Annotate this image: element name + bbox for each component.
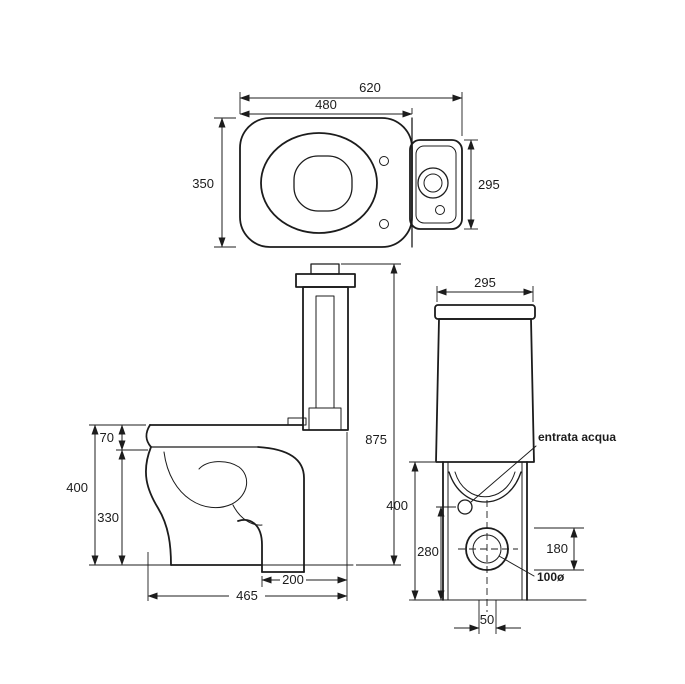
- dim-label-400-side: 400: [66, 480, 88, 495]
- lid-knob: [310, 263, 340, 275]
- bowl-back-curve-inner: [454, 471, 516, 498]
- dim-label-875: 875: [365, 432, 387, 447]
- bowl-front-profile: [145, 446, 172, 566]
- hinge-hole-bottom: [379, 219, 389, 229]
- dim-label-465: 465: [236, 588, 258, 603]
- dim-front-width: 295: [436, 275, 534, 302]
- dim-label-400-front: 400: [386, 498, 408, 513]
- flush-valve: [308, 407, 342, 431]
- cistern-plan-inner: [415, 145, 457, 224]
- dim-label-180: 180: [546, 541, 568, 556]
- water-inlet-leader: [470, 445, 537, 503]
- rim-front: [145, 424, 152, 448]
- cistern-small-hole: [435, 205, 445, 215]
- dim-front-inlet-height: 280: [417, 506, 456, 601]
- top-view: 620 480 350 295: [192, 80, 500, 248]
- dim-side-total-depth: 465: [147, 552, 348, 603]
- front-view: 295 entrata acqua 400 280 180: [386, 275, 616, 634]
- dim-label-200: 200: [282, 572, 304, 587]
- cistern-plan-outline: [409, 139, 463, 230]
- dim-front-bolt-spacing: 50: [454, 600, 521, 634]
- bowl-side: [137, 417, 354, 573]
- dim-side-bowl-height: 400: [66, 424, 138, 566]
- cistern-side: [295, 263, 356, 431]
- outlet-diameter-label: 100ø: [537, 570, 565, 584]
- outlet-diameter-leader: [498, 555, 535, 577]
- dim-side-total-height: 875: [341, 263, 401, 566]
- dim-side-outlet-offset: 200: [261, 432, 348, 601]
- flush-button-inner: [423, 173, 443, 193]
- side-view: 70 400 330 875 200: [66, 263, 401, 603]
- seat-hinge-side: [287, 417, 307, 426]
- water-inlet-hole: [457, 499, 473, 515]
- cistern-plan: [409, 139, 463, 230]
- dim-label-50: 50: [480, 612, 494, 627]
- trap-inner-channel: [232, 504, 263, 526]
- bowl-front: [412, 461, 587, 612]
- outlet-pipe-left: [237, 519, 263, 573]
- trap-outer: [257, 446, 305, 573]
- trap-inner-swirl: [163, 451, 248, 509]
- seat-opening-outer: [260, 132, 378, 234]
- seat-opening-inner: [293, 155, 353, 212]
- dim-label-330: 330: [97, 510, 119, 525]
- bowl-back-curve-outer: [448, 471, 522, 503]
- dim-label-295-front: 295: [474, 275, 496, 290]
- dim-top-bowl-width: 480: [239, 97, 413, 118]
- dim-front-outlet-height: 180: [534, 527, 584, 571]
- dim-label-480: 480: [315, 97, 337, 112]
- flush-button-outer: [417, 167, 449, 199]
- dim-label-280: 280: [417, 544, 439, 559]
- dim-label-70: 70: [100, 430, 114, 445]
- cistern-lid-side: [295, 273, 356, 288]
- dim-label-620: 620: [359, 80, 381, 95]
- dim-label-295-top: 295: [478, 177, 500, 192]
- dim-top-total-width: 620: [239, 80, 463, 136]
- cistern-front: [434, 304, 536, 463]
- toilet-plan-outline: [239, 117, 413, 248]
- cistern-front-outline: [435, 318, 535, 463]
- dim-top-cistern-width: 295: [464, 139, 500, 230]
- dim-side-under-rim: 330: [97, 449, 126, 566]
- cistern-lid-front: [434, 304, 536, 320]
- water-inlet-note: entrata acqua: [470, 430, 616, 503]
- flush-tube: [315, 295, 335, 409]
- hinge-hole-top: [379, 156, 389, 166]
- outlet-diameter-note: 100ø: [498, 555, 565, 584]
- dim-label-350: 350: [192, 176, 214, 191]
- dim-front-lower-height: 400: [386, 461, 435, 601]
- water-inlet-label: entrata acqua: [538, 430, 616, 444]
- dim-top-depth: 350: [192, 117, 236, 248]
- dim-side-rim-thickness: 70: [89, 424, 148, 451]
